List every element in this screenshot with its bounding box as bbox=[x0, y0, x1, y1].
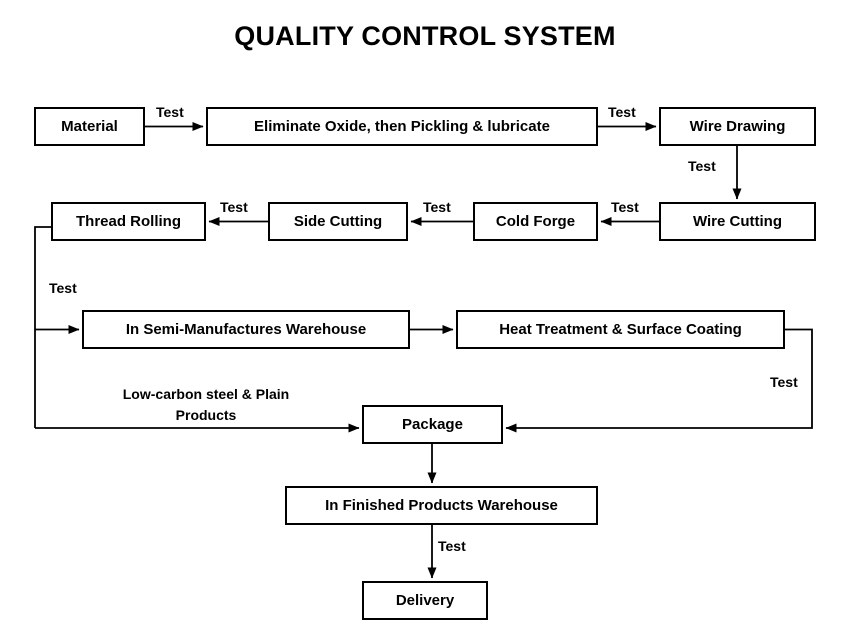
node-package[interactable]: Package bbox=[362, 405, 503, 444]
note-low-carbon-steel-plain-products: Low-carbon steel & Plain Products bbox=[97, 384, 315, 426]
edge-label-test-cold-forge-to-side-cutting: Test bbox=[423, 199, 451, 215]
edge-label-test-thread-rolling-to-semi-warehouse: Test bbox=[49, 280, 77, 296]
page-title: QUALITY CONTROL SYSTEM bbox=[234, 21, 616, 51]
edge-label-test-heat-treatment-to-package: Test bbox=[770, 374, 798, 390]
note-line-2: Products bbox=[175, 407, 237, 423]
edge-label-test-pickling-to-wire-drawing: Test bbox=[608, 104, 636, 120]
node-label: Package bbox=[402, 415, 463, 433]
node-label: Wire Cutting bbox=[692, 212, 783, 230]
node-eliminate-oxide-pickling-lubricate[interactable]: Eliminate Oxide, then Pickling & lubrica… bbox=[206, 107, 598, 146]
node-label: In Finished Products Warehouse bbox=[325, 496, 558, 514]
node-heat-treatment-surface-coating[interactable]: Heat Treatment & Surface Coating bbox=[456, 310, 785, 349]
edge-label-test-side-cutting-to-thread-rolling: Test bbox=[220, 199, 248, 215]
edge-label-test-finished-warehouse-to-delivery: Test bbox=[438, 538, 466, 554]
node-label: Wire Drawing bbox=[689, 117, 786, 135]
node-wire-drawing[interactable]: Wire Drawing bbox=[659, 107, 816, 146]
node-delivery[interactable]: Delivery bbox=[362, 581, 488, 620]
connector-thread-rolling-spine bbox=[34, 226, 51, 428]
node-wire-cutting[interactable]: Wire Cutting bbox=[659, 202, 816, 241]
node-label: Side Cutting bbox=[293, 212, 383, 230]
node-in-semi-manufactures-warehouse[interactable]: In Semi-Manufactures Warehouse bbox=[82, 310, 410, 349]
node-label: In Semi-Manufactures Warehouse bbox=[125, 320, 367, 338]
edge-label-test-wire-drawing-to-wire-cutting: Test bbox=[688, 158, 716, 174]
node-label: Heat Treatment & Surface Coating bbox=[499, 320, 742, 338]
edge-label-test-material-to-pickling: Test bbox=[156, 104, 184, 120]
node-cold-forge[interactable]: Cold Forge bbox=[473, 202, 598, 241]
node-label: Thread Rolling bbox=[76, 212, 181, 230]
node-thread-rolling[interactable]: Thread Rolling bbox=[51, 202, 206, 241]
node-label: Material bbox=[61, 117, 118, 135]
edge-label-test-wire-cutting-to-cold-forge: Test bbox=[611, 199, 639, 215]
node-label: Delivery bbox=[395, 591, 455, 609]
node-label: Eliminate Oxide, then Pickling & lubrica… bbox=[254, 117, 550, 135]
connector-heat-treatment-to-package bbox=[505, 328, 813, 433]
node-in-finished-products-warehouse[interactable]: In Finished Products Warehouse bbox=[285, 486, 598, 525]
node-material[interactable]: Material bbox=[34, 107, 145, 146]
note-line-1: Low-carbon steel & Plain bbox=[122, 386, 290, 402]
node-label: Cold Forge bbox=[495, 212, 576, 230]
node-side-cutting[interactable]: Side Cutting bbox=[268, 202, 408, 241]
